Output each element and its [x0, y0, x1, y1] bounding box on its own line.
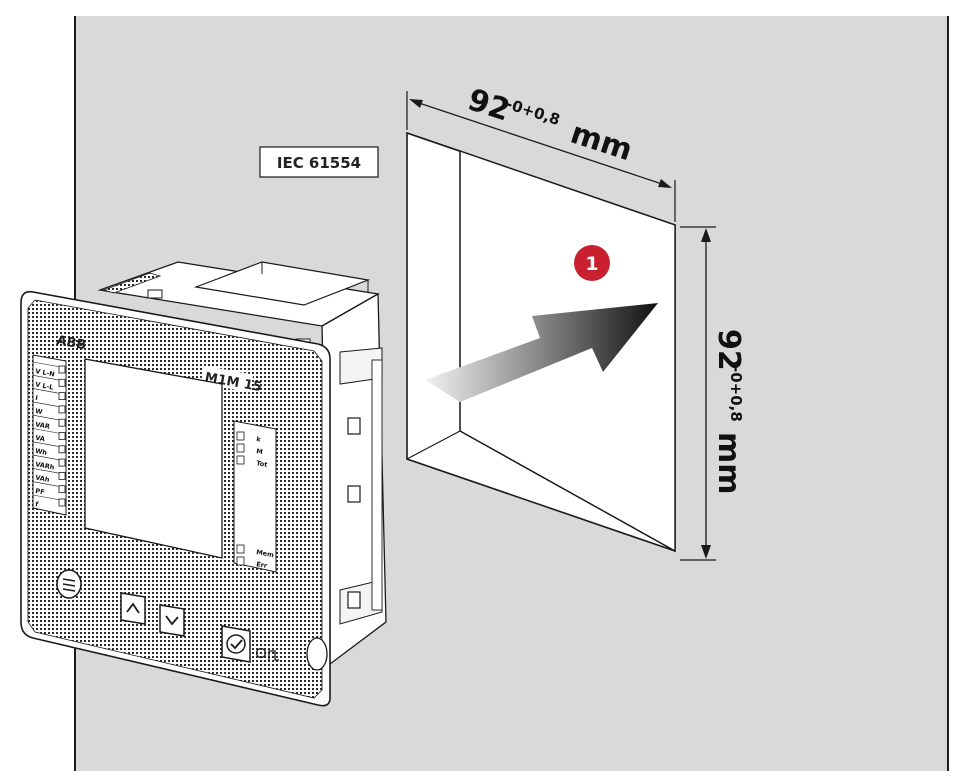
left-indicator-row: VAh — [32, 468, 67, 484]
device-clip-top-1 — [147, 289, 163, 299]
left-indicator-label: I — [35, 394, 39, 402]
right-indicator-led — [236, 431, 245, 441]
left-indicator-led — [58, 392, 66, 401]
right-indicator-row: k — [236, 431, 262, 444]
right-indicator-row: M — [236, 443, 264, 456]
right-indicator-led — [236, 556, 245, 566]
device-brand: ABB — [55, 333, 87, 353]
power-symbol — [255, 647, 279, 661]
left-indicator-led — [58, 405, 66, 414]
meter-device: ABB M1M 15 V L-NV L-LIWVARVAWhVARhVAhPFf… — [20, 261, 387, 707]
ok-button[interactable] — [221, 625, 251, 663]
left-indicator-label: VAR — [35, 420, 51, 430]
left-indicator-label: VAh — [35, 473, 51, 483]
device-side-knob — [306, 637, 328, 671]
right-indicator-label: Err — [256, 560, 269, 570]
step-badge: 1 — [574, 245, 610, 281]
right-indicator-label: M — [256, 447, 264, 456]
right-indicator-label: Mem — [256, 548, 275, 559]
left-indicator-led — [58, 471, 66, 480]
left-indicator-row: Wh — [32, 441, 67, 457]
up-icon — [126, 602, 140, 614]
right-indicator-label: Tot — [256, 459, 268, 469]
left-indicator-label: f — [35, 500, 39, 508]
left-indicator-row: V L-L — [32, 375, 67, 392]
left-indicator-label: VARh — [35, 460, 56, 471]
left-indicator-row: VARh — [32, 454, 67, 472]
right-indicator-row: Tot — [236, 455, 268, 469]
left-indicator-row: PF — [32, 481, 67, 497]
left-indicator-row: VA — [32, 428, 67, 444]
left-indicator-row: W — [32, 401, 67, 416]
left-indicator-label: Wh — [35, 447, 48, 457]
menu-icon — [62, 578, 76, 592]
left-indicator-label: VA — [35, 434, 46, 444]
device-side-clips — [347, 417, 361, 609]
left-indicator-row: VAR — [32, 414, 67, 431]
left-indicator-led — [58, 458, 66, 467]
left-indicator-led — [58, 365, 66, 374]
width-dimension: 92 -0+0,8 mm — [406, 82, 676, 222]
left-indicator-led — [58, 418, 66, 427]
device-lcd-display — [84, 358, 223, 559]
height-dimension: 92 -0+0,8 mm — [680, 226, 746, 561]
right-indicator-row: Mem — [236, 544, 275, 559]
left-indicator-led — [58, 378, 66, 387]
left-indicator-label: V L-L — [35, 380, 54, 391]
ok-icon — [230, 639, 243, 650]
left-indicator-row: f — [32, 494, 67, 509]
device-side-ribs — [371, 359, 383, 611]
height-dimension-tolerance: -0+0,8 — [727, 366, 745, 422]
right-indicator-row: Err — [236, 556, 269, 570]
left-indicator-row: V L-N — [32, 361, 67, 378]
certification-badge: IEC 61554 — [259, 146, 379, 178]
left-indicator-led — [58, 432, 66, 440]
step-number: 1 — [585, 253, 598, 275]
left-indicator-led — [58, 498, 66, 507]
right-indicator-led — [236, 544, 245, 554]
left-indicator-label: W — [35, 407, 43, 416]
height-dimension-unit: mm — [711, 432, 746, 495]
left-indicator-label: V L-N — [35, 367, 56, 378]
left-indicator-row: I — [32, 388, 67, 402]
down-button[interactable] — [159, 604, 185, 637]
device-terminal-strip — [102, 272, 162, 294]
menu-button[interactable] — [56, 569, 82, 599]
right-indicator-led — [236, 443, 245, 453]
left-indicator-label: PF — [35, 487, 46, 497]
right-indicator-label: k — [256, 435, 262, 444]
height-dimension-value: 92 — [711, 329, 746, 371]
device-side-slot-2 — [339, 579, 383, 625]
right-indicator-led — [236, 455, 245, 465]
up-button[interactable] — [120, 592, 146, 625]
certification-label: IEC 61554 — [277, 154, 361, 172]
left-indicator-led — [58, 445, 66, 454]
down-icon — [165, 615, 179, 626]
left-indicator-led — [58, 485, 66, 494]
insertion-arrow — [425, 303, 658, 402]
